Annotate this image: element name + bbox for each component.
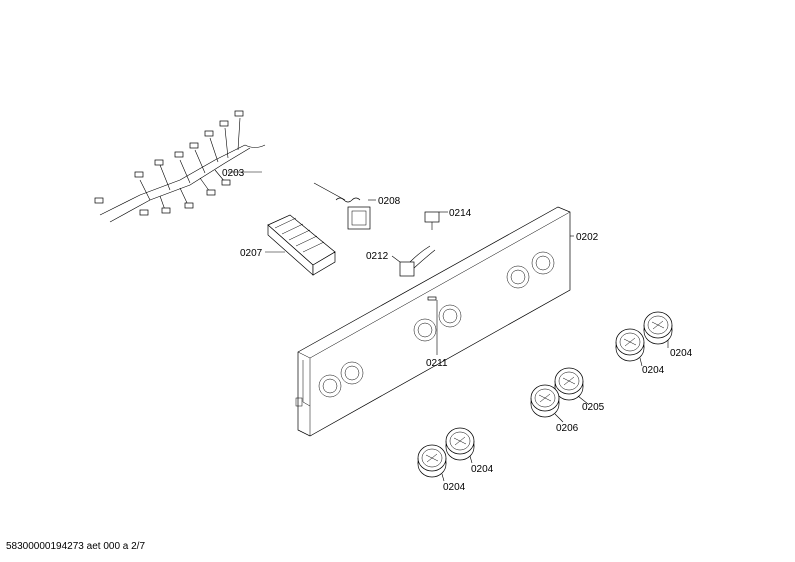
knob-right-lower	[615, 328, 645, 362]
label-0214: 0214	[449, 208, 472, 219]
knob-middle-lower	[530, 384, 560, 418]
wiring-harness	[94, 110, 266, 223]
label-0212: 0212	[366, 251, 389, 262]
label-0204-d1: 0204	[471, 464, 494, 475]
label-0204-a2: 0204	[642, 365, 665, 376]
label-0207: 0207	[240, 248, 263, 259]
knob-right-upper	[643, 311, 673, 345]
knob-left-upper	[445, 427, 475, 461]
label-0204-d2: 0204	[443, 482, 466, 493]
control-panel	[295, 206, 574, 437]
knob-middle-upper	[554, 367, 584, 401]
knob-left-lower	[417, 444, 447, 478]
thermostat	[313, 182, 376, 230]
micro-switch	[391, 245, 436, 277]
label-0208: 0208	[378, 196, 401, 207]
document-footer: 58300000194273 aet 000 a 2/7	[6, 541, 146, 552]
label-0205: 0205	[582, 402, 605, 413]
terminal-block	[265, 214, 336, 276]
label-0206: 0206	[556, 423, 579, 434]
label-0203: 0203	[222, 168, 245, 179]
label-0211: 0211	[426, 358, 448, 369]
indicator	[427, 296, 438, 355]
small-switch	[424, 211, 448, 230]
label-0202: 0202	[576, 232, 599, 243]
label-0204-a1: 0204	[670, 348, 693, 359]
